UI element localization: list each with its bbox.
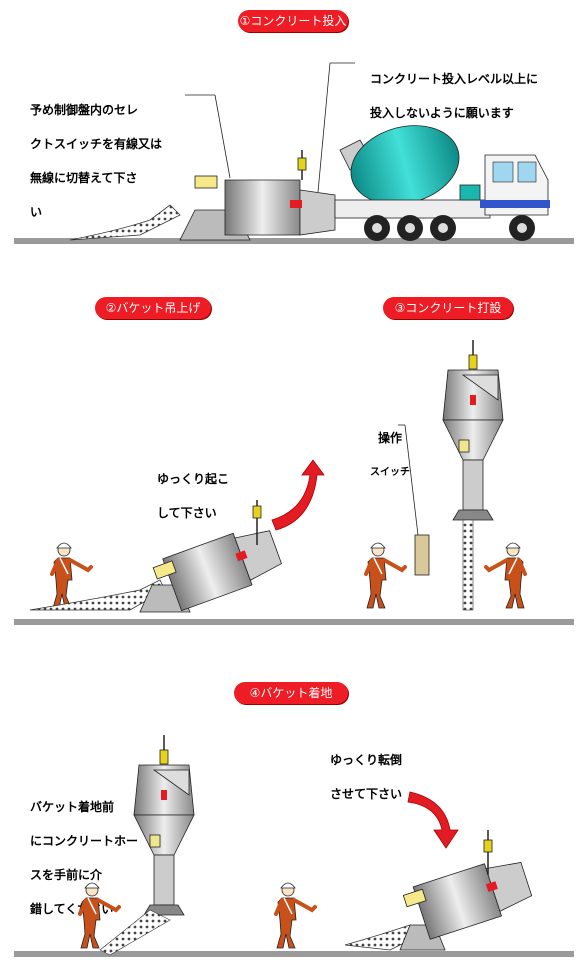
mixer-truck [334,125,550,241]
hose-step4 [99,909,171,956]
hopper-step4 [344,830,533,951]
selector-note: 予め制御盤内のセレ クトスイッチを有線又は 無線に切替えて下さ い [30,85,180,238]
worker-step3-right [484,541,527,610]
tilt-arrow [407,791,459,849]
switch-note-line2: スイッチ [370,467,410,478]
level-note: コンクリート投入レベル以上に 投入しないように願います [370,54,570,139]
bucket-step3 [442,339,504,521]
operation-switch [414,534,430,576]
hopper-step1 [69,62,355,241]
hose-note-line2: にコンクリートホー [30,834,139,848]
ground-2 [14,619,574,625]
switch-note-line1: 操作 [377,431,402,445]
selector-note-line3: 無線に切替えて下さ [30,171,138,185]
worker-step3-left [364,541,407,610]
hose-note-line1: バケット着地前 [30,800,115,814]
step3-badge: ③コンクリート打設 [383,297,513,319]
selector-note-line1: 予め制御盤内のセレ [30,103,139,117]
hopper-step2 [29,500,283,613]
hose-note-line3: スを手前に介 [30,868,103,882]
worker-step2 [50,541,93,610]
level-note-line1: コンクリート投入レベル以上に [370,72,539,86]
tilt-note: ゆっくり転倒 させて下さい [330,735,450,820]
hose-step3 [462,519,474,611]
raise-note-line1: ゆっくり起こ [157,472,230,486]
hose-note: バケット着地前 にコンクリートホー スを手前に介 錯してください [30,782,140,935]
level-note-line2: 投入しないように願います [370,106,514,120]
worker-step4-left [78,881,121,950]
ground-3 [14,951,574,957]
ground-1 [14,238,574,244]
bucket-step4 [133,734,195,916]
tilt-note-line1: ゆっくり転倒 [330,753,403,767]
step4-badge: ④バケット着地 [234,682,348,704]
raise-note: ゆっくり起こ して下さい [157,454,257,539]
step2-badge: ②バケット吊上げ [95,297,211,319]
switch-note: 操作 スイッチ [365,413,415,498]
raise-arrow [271,459,325,531]
worker-step4-right [274,881,317,950]
raise-note-line2: して下さい [157,506,217,520]
selector-note-line2: クトスイッチを有線又は [30,137,163,151]
selector-note-line4: い [30,205,43,219]
tilt-note-line2: させて下さい [330,787,403,801]
step1-badge: ①コンクリート投入 [238,10,348,32]
